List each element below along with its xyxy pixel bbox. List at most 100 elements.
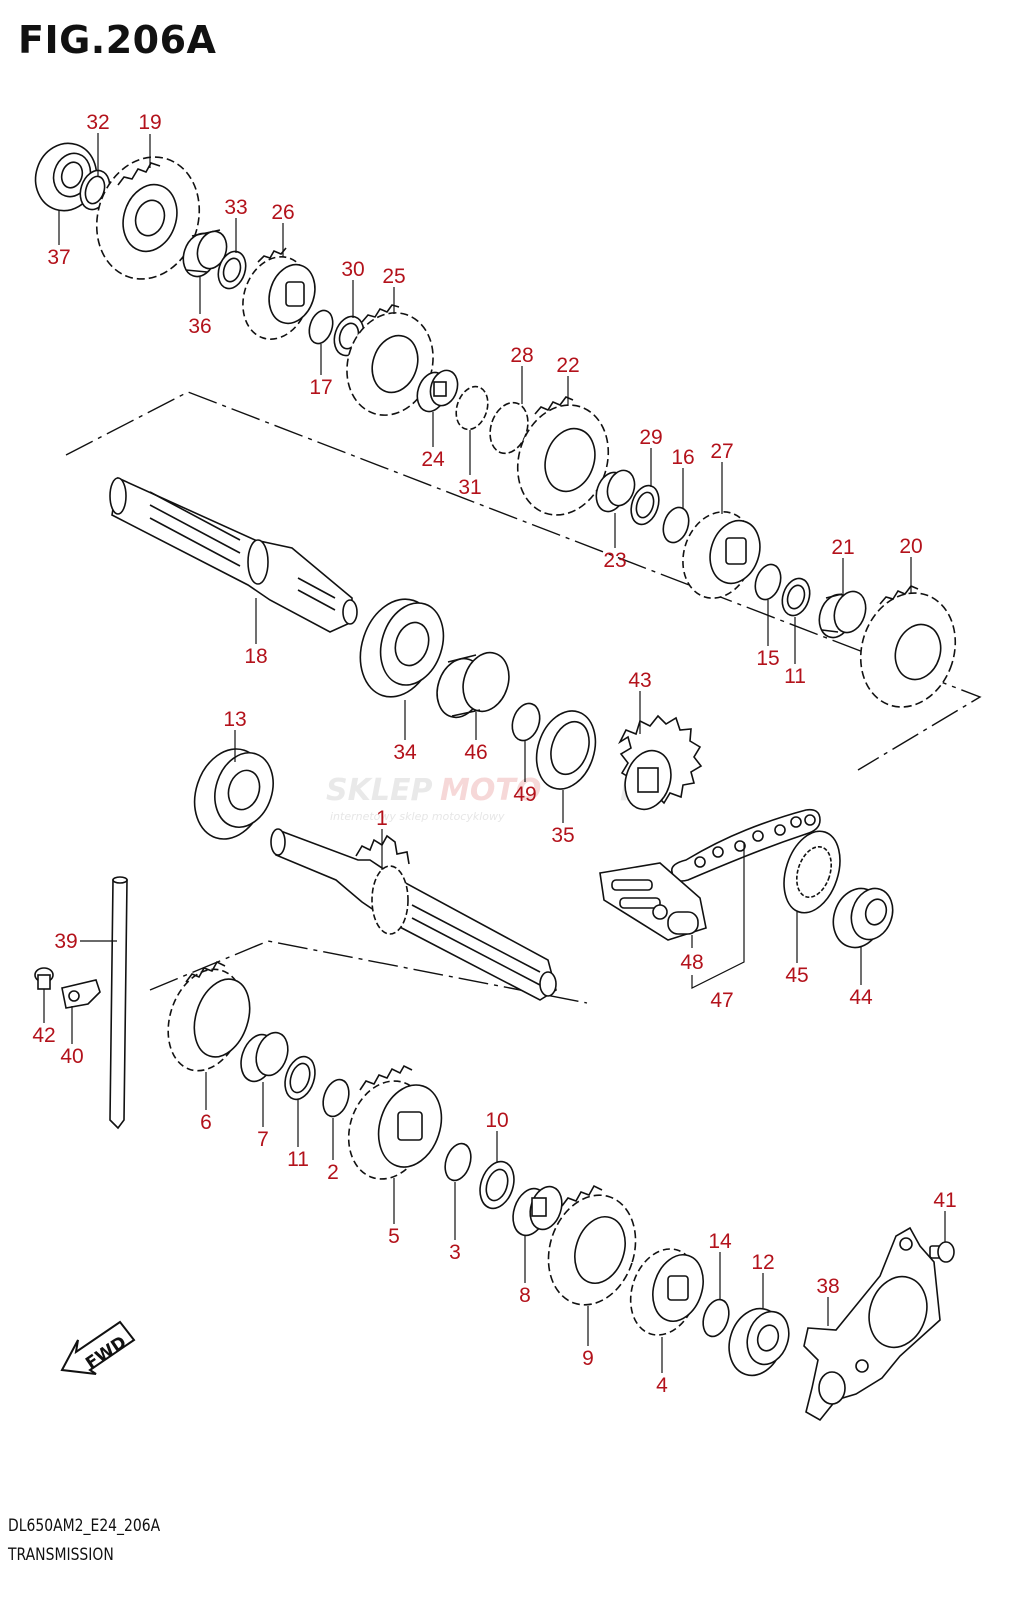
callout-9: 9: [582, 1347, 594, 1370]
gear-6: [167, 960, 251, 1072]
lower-parts: [167, 960, 955, 1422]
callout-labels: 32 19 37 33 26 36 30 25 17 28 22 24 31 2…: [32, 111, 956, 1397]
callout-11-upper: 11: [784, 665, 806, 688]
callout-30: 30: [341, 258, 364, 281]
callout-43: 43: [628, 669, 651, 692]
callout-4: 4: [656, 1374, 668, 1397]
bearing-12: [728, 1307, 790, 1377]
callout-39: 39: [54, 930, 77, 953]
callout-2: 2: [327, 1161, 339, 1184]
oil-seal-35: [535, 710, 597, 790]
callout-19: 19: [138, 111, 161, 134]
bushing-7: [240, 1031, 289, 1083]
callout-22: 22: [556, 354, 579, 377]
callout-34: 34: [393, 741, 417, 764]
callout-11-lower: 11: [287, 1148, 309, 1171]
callout-29: 29: [639, 426, 662, 449]
needle-bearing-36: [182, 229, 228, 278]
driveshaft-group-frame: [149, 940, 588, 1004]
callout-18: 18: [244, 645, 267, 668]
callout-15: 15: [756, 647, 779, 670]
callout-42: 42: [32, 1024, 55, 1047]
spacer-46: [436, 651, 510, 719]
callout-49: 49: [513, 783, 536, 806]
washer-45: [783, 830, 841, 914]
bushing-8: [512, 1185, 563, 1237]
callout-6: 6: [200, 1111, 212, 1134]
callout-35: 35: [551, 824, 574, 847]
callout-1: 1: [376, 807, 388, 830]
callout-44: 44: [849, 986, 873, 1009]
circlip-2: [322, 1078, 350, 1118]
circlip-16: [662, 506, 690, 544]
middle-parts: [34, 598, 894, 1130]
sprocket-43: [618, 714, 703, 811]
gear-20: [859, 585, 957, 708]
tab-washer-40: [61, 979, 101, 1009]
group-frames: [65, 391, 982, 1004]
callout-8: 8: [519, 1284, 531, 1307]
callout-7: 7: [257, 1128, 269, 1151]
gear-22: [516, 396, 610, 516]
gear-25: [346, 304, 434, 416]
callout-41: 41: [933, 1189, 956, 1212]
callout-48: 48: [680, 951, 703, 974]
callout-47: 47: [710, 989, 733, 1012]
callout-31: 31: [458, 476, 481, 499]
callout-20: 20: [899, 535, 922, 558]
callout-12: 12: [751, 1251, 774, 1274]
callout-10: 10: [485, 1109, 508, 1132]
bearing-13: [193, 748, 274, 840]
callout-3: 3: [449, 1241, 461, 1264]
callout-13: 13: [223, 708, 246, 731]
o-ring-49: [511, 702, 541, 742]
bushing-24: [416, 369, 459, 413]
callout-40: 40: [60, 1045, 83, 1068]
callout-21: 21: [831, 536, 854, 559]
driveshaft-1: [270, 828, 557, 1001]
callout-16: 16: [671, 446, 694, 469]
bearing-34: [359, 598, 445, 698]
bearing-retainer-38: [803, 1226, 941, 1422]
callout-46: 46: [464, 741, 487, 764]
watermark-brand-left: SKLEP: [326, 773, 432, 808]
assembly-name: TRANSMISSION: [8, 1545, 114, 1565]
gear-4: [629, 1248, 704, 1336]
callout-33: 33: [224, 196, 247, 219]
forward-arrow-icon: FWD: [60, 1320, 136, 1375]
callout-17: 17: [309, 376, 332, 399]
callout-25: 25: [382, 265, 405, 288]
circlip-17: [308, 309, 334, 345]
gear-19: [95, 156, 201, 280]
callout-32: 32: [86, 111, 109, 134]
gear-9: [547, 1184, 637, 1306]
callout-5: 5: [388, 1225, 400, 1248]
callout-27: 27: [710, 440, 733, 463]
callout-37: 37: [47, 246, 70, 269]
callout-45: 45: [785, 964, 808, 987]
shift-rod-39: [109, 876, 128, 1130]
needle-bearing-21: [818, 590, 867, 639]
callout-23: 23: [603, 549, 626, 572]
circlip-3: [444, 1142, 472, 1182]
gear-5: [347, 1064, 443, 1180]
countershaft-18: [109, 476, 358, 633]
countershaft-group-frame: [65, 391, 982, 771]
leader-lines: [43, 133, 946, 1373]
callout-14: 14: [708, 1230, 732, 1253]
callout-28: 28: [510, 344, 533, 367]
circlip-14: [702, 1298, 730, 1338]
bushing-23: [595, 469, 636, 513]
circlip-15: [754, 563, 782, 601]
callout-26: 26: [271, 201, 294, 224]
nut-44: [832, 887, 894, 949]
diagram-code: DL650AM2_E24_206A: [8, 1516, 161, 1536]
callout-38: 38: [816, 1275, 839, 1298]
upper-parts: [34, 142, 957, 708]
screw-41: [929, 1241, 955, 1263]
gear-27: [682, 511, 761, 599]
chain-joint-48: [599, 862, 707, 941]
gear-26: [242, 247, 316, 340]
bolt-42: [34, 967, 54, 990]
